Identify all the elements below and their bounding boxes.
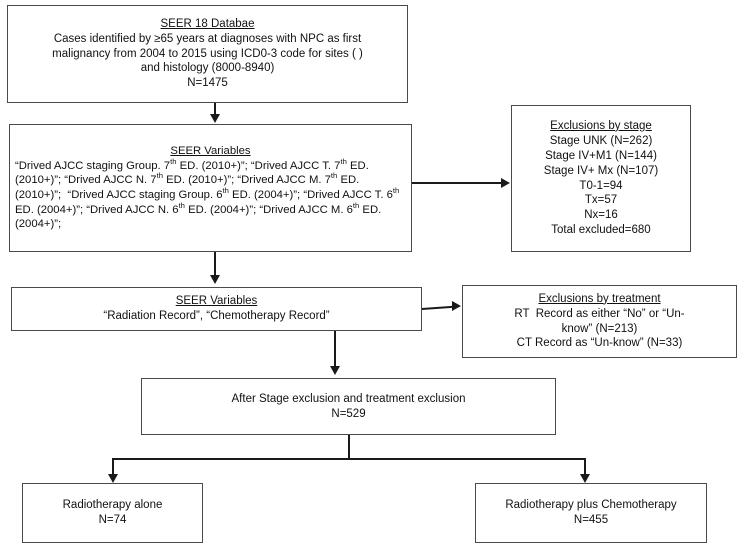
node-radiotherapy-plus-chemotherapy-label: Radiotherapy plus Chemotherapy [505,499,677,512]
arrowhead-variables-to-exclusions-stage [501,178,510,188]
exclusion-t0-1: T0-1=94 [579,179,623,192]
node-seer-source-count: N=1475 [187,77,228,90]
node-seer-source-line1: Cases identified by ≥65 years at diagnos… [53,32,362,45]
exclusion-rt-record-line1: RT Record as either “No” or “Un- [514,307,685,320]
exclusion-tx: Tx=57 [584,194,618,207]
exclusion-rt-record-line2: know” (N=213) [561,322,638,335]
exclusion-stage-unk: Stage UNK (N=262) [549,134,653,147]
node-seer-variables-staging-body: “Drived AJCC staging Group. 7th ED. (201… [15,156,403,231]
exclusion-stage-total: Total excluded=680 [551,224,651,237]
exclusion-ct-record: CT Record as “Un-know” (N=33) [516,337,683,350]
node-after-exclusion-count: N=529 [331,407,366,420]
connector-records-to-exclusions-treatment [421,305,454,310]
node-radiotherapy-alone-count: N=74 [98,514,127,526]
arrowhead-variables-to-records [210,275,220,284]
connector-variables-to-records [214,252,216,276]
arrowhead-records-to-after-exclusion [330,366,340,375]
node-seer-source-line2: malignancy from 2004 to 2015 using ICD0-… [52,47,363,60]
exclusion-nx: Nx=16 [584,209,618,222]
node-exclusions-by-stage: Exclusions by stage Stage UNK (N=262) St… [511,105,691,252]
node-exclusions-by-stage-header: Exclusions by stage [550,119,652,132]
node-seer-variables-records-line1: “Radiation Record”, “Chemotherapy Record… [103,310,330,322]
node-radiotherapy-alone-label: Radiotherapy alone [62,499,163,512]
node-exclusions-by-treatment: Exclusions by treatment RT Record as eit… [462,285,737,358]
arrowhead-to-rt-plus-chemo [580,474,590,483]
node-seer-variables-staging: SEER Variables “Drived AJCC staging Grou… [9,124,412,252]
arrowhead-records-to-exclusions-treatment [452,301,461,311]
exclusion-stage-iv-m1: Stage IV+M1 (N=144) [545,149,657,162]
node-radiotherapy-plus-chemotherapy: Radiotherapy plus Chemotherapy N=455 [475,483,707,543]
node-after-exclusion: After Stage exclusion and treatment excl… [141,378,556,435]
node-seer-variables-records-header: SEER Variables [175,295,258,308]
node-after-exclusion-line1: After Stage exclusion and treatment excl… [231,392,466,405]
arrowhead-source-to-variables [210,114,220,123]
node-radiotherapy-alone: Radiotherapy alone N=74 [22,483,203,543]
node-seer-variables-staging-header: SEER Variables [170,144,251,157]
node-seer-source-line3: and histology (8000-8940) [140,62,275,75]
connector-after-exclusion-stem [348,435,350,459]
connector-split-left-drop [112,458,114,478]
connector-split-horizontal [112,458,586,460]
node-seer-source: SEER 18 Databae Cases identified by ≥65 … [7,5,408,103]
node-exclusions-by-treatment-header: Exclusions by treatment [538,292,661,305]
node-seer-source-header: SEER 18 Databae [160,17,255,30]
connector-records-to-after-exclusion [334,331,336,367]
connector-variables-to-exclusions-stage [412,182,503,184]
connector-source-to-variables [214,103,216,116]
arrowhead-to-rt-alone [108,474,118,483]
node-radiotherapy-plus-chemotherapy-count: N=455 [573,514,609,526]
connector-split-right-drop [584,458,586,478]
node-seer-variables-records: SEER Variables “Radiation Record”, “Chem… [11,287,422,331]
exclusion-stage-iv-mx: Stage IV+ Mx (N=107) [543,164,659,177]
